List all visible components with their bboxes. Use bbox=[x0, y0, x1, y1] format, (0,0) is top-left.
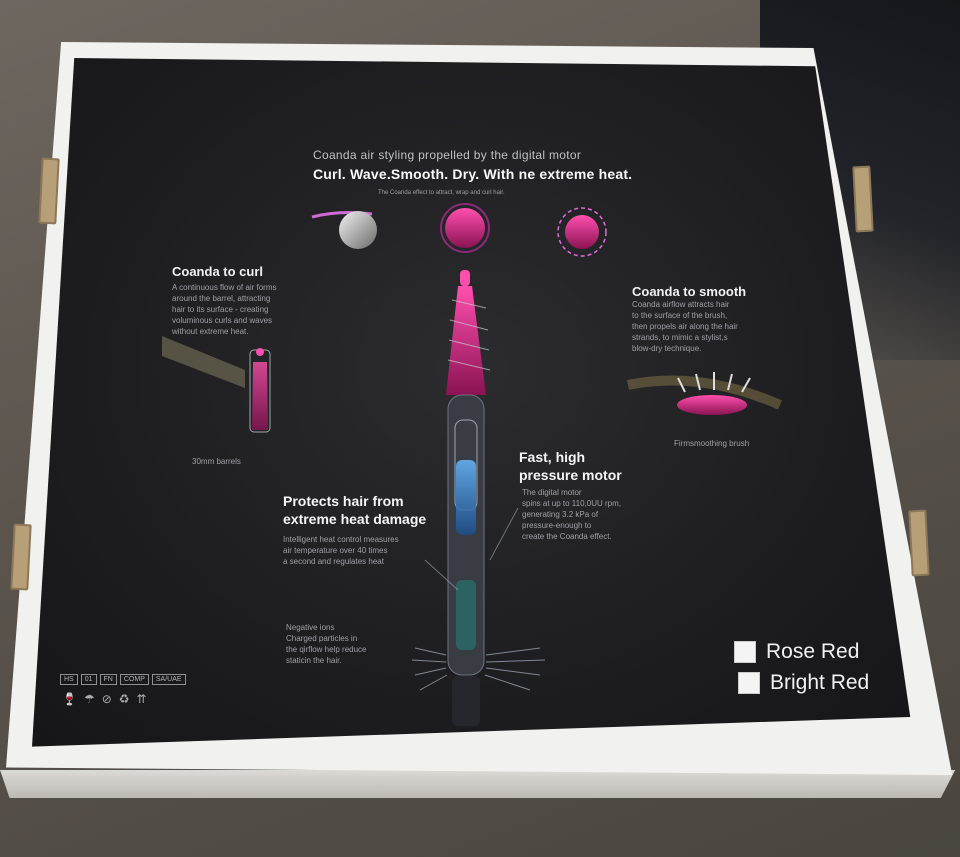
curl-barrel bbox=[162, 336, 271, 433]
this-way-up-icon: ⇈ bbox=[136, 692, 147, 706]
checkbox-rose-red bbox=[734, 641, 756, 663]
badge-sa-uae: SA/UAE bbox=[151, 674, 186, 685]
badge-01: 01 bbox=[80, 674, 97, 685]
styler-wand bbox=[411, 270, 546, 726]
barrel-label: 30mm barrels bbox=[192, 457, 241, 466]
brush-label: Firmsmoothing brush bbox=[674, 439, 750, 448]
badge-comp: COMP bbox=[119, 674, 149, 685]
panel-subtitle: Coanda air styling propelled by the digi… bbox=[313, 148, 582, 162]
handling-symbols: 🍷 ☂ ⊘ ♻ ⇈ bbox=[62, 692, 147, 706]
checkbox-bright-red bbox=[738, 672, 760, 694]
panel-tagline: Curl. Wave.Smooth. Dry. With ne extreme … bbox=[313, 166, 633, 182]
coanda-diagram-2 bbox=[440, 203, 490, 253]
no-hook-icon: ⊘ bbox=[101, 692, 112, 706]
callout-lines bbox=[424, 507, 519, 591]
badge-fn: FN bbox=[99, 674, 117, 685]
smooth-heading: Coanda to smooth bbox=[632, 284, 747, 299]
glass-icon: 🍷 bbox=[62, 692, 77, 706]
badge-hs: HS bbox=[60, 674, 78, 685]
color-option-rose-red: Rose Red bbox=[734, 640, 859, 664]
color-option-bright-red: Bright Red bbox=[738, 671, 869, 695]
curl-heading: Coanda to curl bbox=[172, 264, 264, 279]
umbrella-icon: ☂ bbox=[83, 692, 95, 706]
coanda-diagram-3 bbox=[557, 207, 607, 257]
color-label-bright-red: Bright Red bbox=[770, 671, 870, 694]
box-bottom-edge bbox=[0, 770, 956, 798]
color-label-rose-red: Rose Red bbox=[766, 640, 860, 663]
smoothing-brush bbox=[626, 372, 783, 415]
coanda-diagram-1 bbox=[311, 211, 377, 249]
coanda-caption: The Coanda effect to attract, wrap and c… bbox=[378, 190, 505, 196]
certification-badges: HS 01 FN COMP SA/UAE bbox=[60, 674, 186, 685]
recycle-icon: ♻ bbox=[118, 692, 130, 706]
